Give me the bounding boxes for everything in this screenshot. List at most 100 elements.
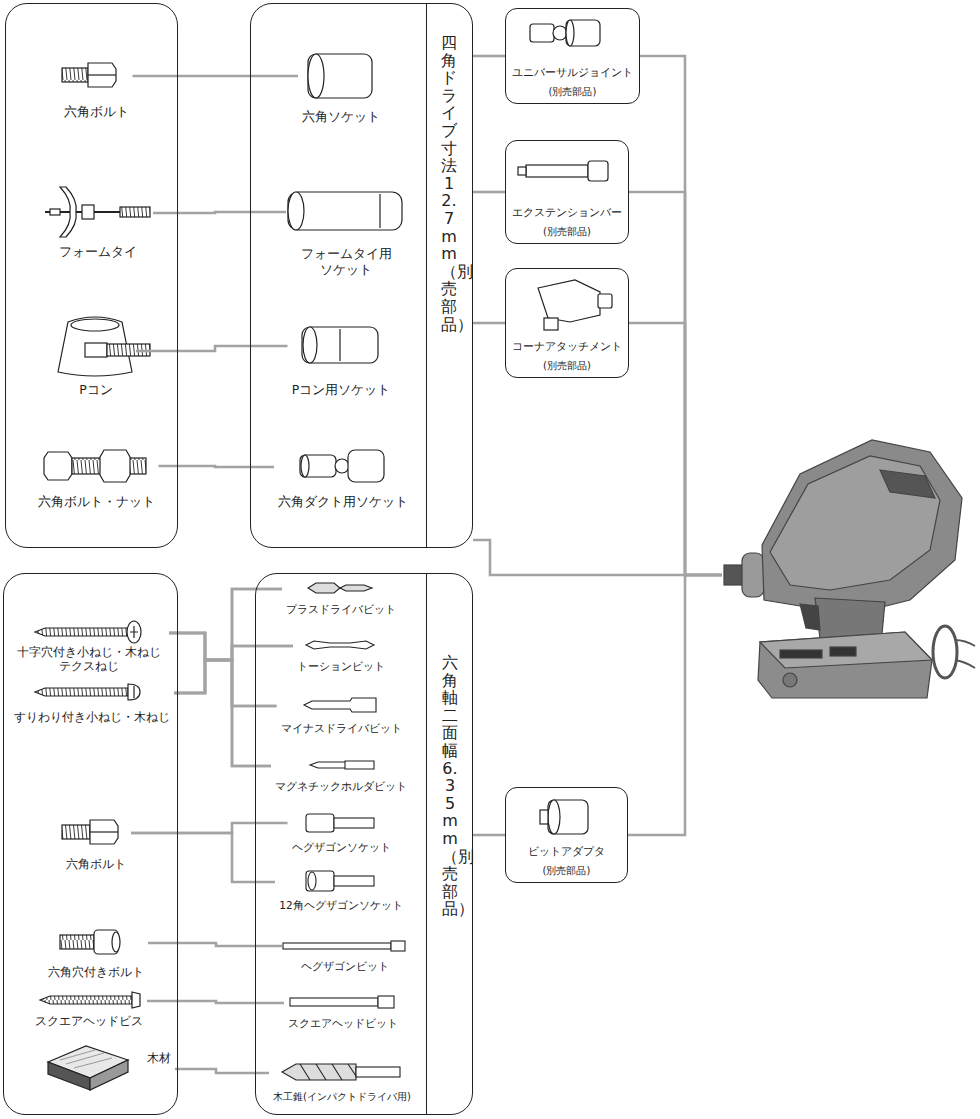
part-label: マイナスドライバビット [281,722,402,735]
connector-line [628,575,722,835]
fastener-icons-part [112,932,120,952]
impact-driver-part [770,456,940,590]
impact-driver-part [724,565,744,585]
bit-icons-part [300,1064,356,1080]
group-panel: 十字穴付き小ねじ・木ねじ テクスねじすりわり付き小ねじ・木ねじ六角ボルト六角穴付… [3,573,178,1115]
socket-icons-part [348,450,384,482]
fastener-icons-part [88,74,116,75]
fastener-icons-part [60,187,76,237]
socket-icons-part [300,455,336,477]
part-label: 六角穴付きボルト [48,965,144,979]
part-label: フォームタイ [59,244,137,260]
part-item: 六角ボルト [61,819,131,874]
part-label: すりわり付き小ねじ・木ねじ [14,710,170,724]
bit-icons-part [306,641,374,649]
vertical-heading: 四角ドライブ寸法 12.7 mm （別売部品） [441,34,457,333]
connector-line [640,56,722,575]
divider-line [426,4,427,547]
bit-icons-part [290,998,378,1006]
socket-icons-part [308,54,372,98]
connector-line [174,660,277,706]
part-item: フォームタイ [43,186,153,262]
socket-icons-part [339,329,340,361]
connector-line [159,466,275,467]
accessory-box: ユニバーサルジョイント(別売部品) [505,8,640,104]
fastener-icons-part [50,209,60,215]
accessory-icons-part [548,800,560,834]
fastener-icons-part [133,686,134,698]
bit-icons-part [306,871,334,891]
socket-icons-part [303,327,317,363]
fastener-icons-part [35,628,128,636]
connector-line [131,833,275,882]
bit-icons-part [283,943,391,949]
accessory-label: ユニバーサルジョイント [512,66,633,80]
connector-line [629,192,722,575]
part-item: 六角穴付きボルト [44,929,148,982]
accessory-icons-part [566,20,574,46]
connector-line [131,823,288,833]
socket-icons-part [288,192,402,230]
impact-driver-part [783,673,797,687]
fastener-icons-part [90,820,118,844]
bit-icons-part [282,1064,356,1080]
accessory-label: エクステンションバー [512,206,622,220]
accessory-box: コーナアタッチメント(別売部品) [505,268,629,378]
impact-driver-part [830,647,856,656]
part-label: 木工錐(インパクトドライバ用) [273,1091,411,1104]
part-label: 木材 [147,1051,171,1065]
part-label: 六角ソケット [302,109,380,125]
accessory-icons-part [530,24,554,42]
accessory-icons-part [553,26,567,40]
connector-line [147,1001,284,1003]
part-item: トーションビット [293,639,389,676]
impact-driver [724,440,975,698]
accessory-icons-part [540,810,548,824]
bit-icons-part [356,1067,400,1077]
part-label: Pコン [79,382,113,398]
part-label: スクエアヘッドビット [288,1017,398,1030]
connector-line [136,346,288,351]
connector-line [473,540,722,575]
bit-icons-part [308,583,372,593]
part-label: 12角ヘグザゴンソケット [279,899,402,912]
part-item: マグネチックホルダビット [271,759,411,796]
connector-line [629,323,722,575]
group-panel: 四角ドライブ寸法 12.7 mm （別売部品）六角ソケットフォームタイ用 ソケッ… [250,3,473,548]
bit-icons-part [304,698,376,712]
impact-driver-part [760,632,932,668]
bit-icons-part [334,876,374,886]
part-item: Pコン [56,317,136,400]
bit-icons-part [391,941,405,951]
fastener-icons-part [35,688,128,696]
fastener-icons-part [132,992,140,1008]
accessory-icons-part [526,165,588,177]
part-label: Pコン用ソケット [292,382,391,398]
accessory-icons-part [598,294,612,308]
bit-icons-part [310,761,374,769]
part-item: 六角ダクト用ソケット [274,449,412,512]
socket-icons-part [302,327,378,363]
part-item: すりわり付き小ねじ・木ねじ [10,685,174,727]
accessory-icons-part [548,800,588,834]
fastener-icons-part [60,1050,112,1068]
fastener-icons-part [62,825,90,839]
fastener-icons-part [85,343,107,357]
impact-driver-part [762,440,962,612]
group-panel: 六角ボルトフォームタイPコン六角ボルト・ナット [5,3,178,548]
part-item: 12角ヘグザゴンソケット [275,870,407,915]
part-item: 木工錐(インパクトドライバ用) [269,1063,415,1106]
fastener-icons-part [127,621,141,643]
connector-line [174,589,282,693]
bit-icons-part [334,818,374,828]
connector-line [473,322,505,325]
part-label: マグネチックホルダビット [275,780,407,793]
fastener-icons-part [44,452,72,480]
part-item: スクエアヘッドビス [31,991,147,1031]
part-item: ヘグザゴンビット [282,940,408,976]
fastener-icons-part [90,831,118,832]
fastener-icons-part [100,450,130,482]
socket-icons-part [335,459,349,473]
fastener-icons-part [128,684,140,700]
